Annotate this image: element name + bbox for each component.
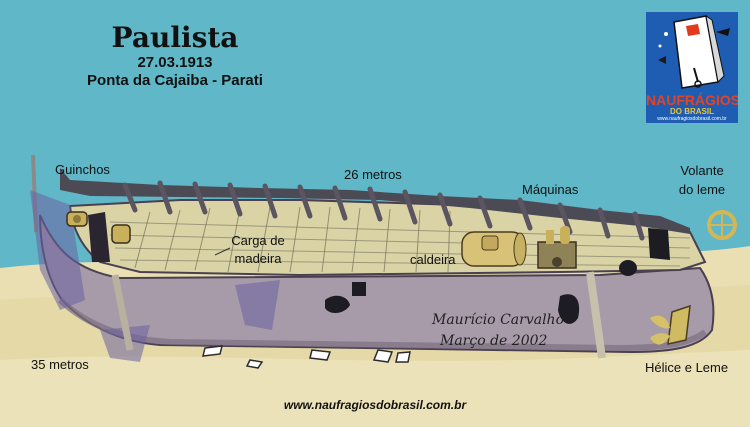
footer-url: www.naufragiosdobrasil.com.br	[283, 398, 467, 412]
label-helice: Hélice e Leme	[645, 360, 729, 375]
steering-wheel	[707, 210, 737, 240]
fishing-net-bottom	[100, 325, 150, 362]
label-volante: Volante do leme	[672, 163, 732, 198]
label-volante-line2: do leme	[678, 182, 726, 197]
fishing-net-mid	[235, 280, 280, 330]
winch-1	[66, 211, 88, 227]
label-carga: Carga de madeira	[228, 233, 288, 267]
label-depth-26: 26 metros	[344, 167, 402, 182]
propeller-rudder	[650, 304, 691, 345]
label-caldeira: caldeira	[410, 252, 456, 267]
boiler	[461, 231, 527, 267]
label-carga-line1: Carga de	[231, 233, 285, 248]
wreck-location: Ponta da Cajaiba - Parati	[87, 72, 263, 89]
author-signature: Maurício Carvalho	[432, 312, 564, 328]
wreck-title: Paulista	[111, 21, 239, 54]
sinking-date: 27.03.1913	[137, 54, 213, 71]
winch-2	[111, 224, 131, 244]
label-volante-line1: Volante	[680, 163, 724, 178]
label-depth-35: 35 metros	[31, 357, 89, 372]
shipwreck-logo-icon	[646, 12, 738, 92]
label-guinchos: Guinchos	[55, 162, 110, 177]
naufragios-logo: NAUFRÁGIOS DO BRASIL www.naufragiosdobra…	[646, 12, 738, 123]
label-carga-line2: madeira	[234, 251, 282, 266]
engine	[537, 226, 577, 269]
signature-date: Março de 2002	[440, 333, 548, 349]
title-block: Paulista 27.03.1913 Ponta da Cajaiba - P…	[60, 22, 290, 90]
hull-ribs	[122, 180, 645, 241]
label-maquinas: Máquinas	[522, 182, 579, 197]
